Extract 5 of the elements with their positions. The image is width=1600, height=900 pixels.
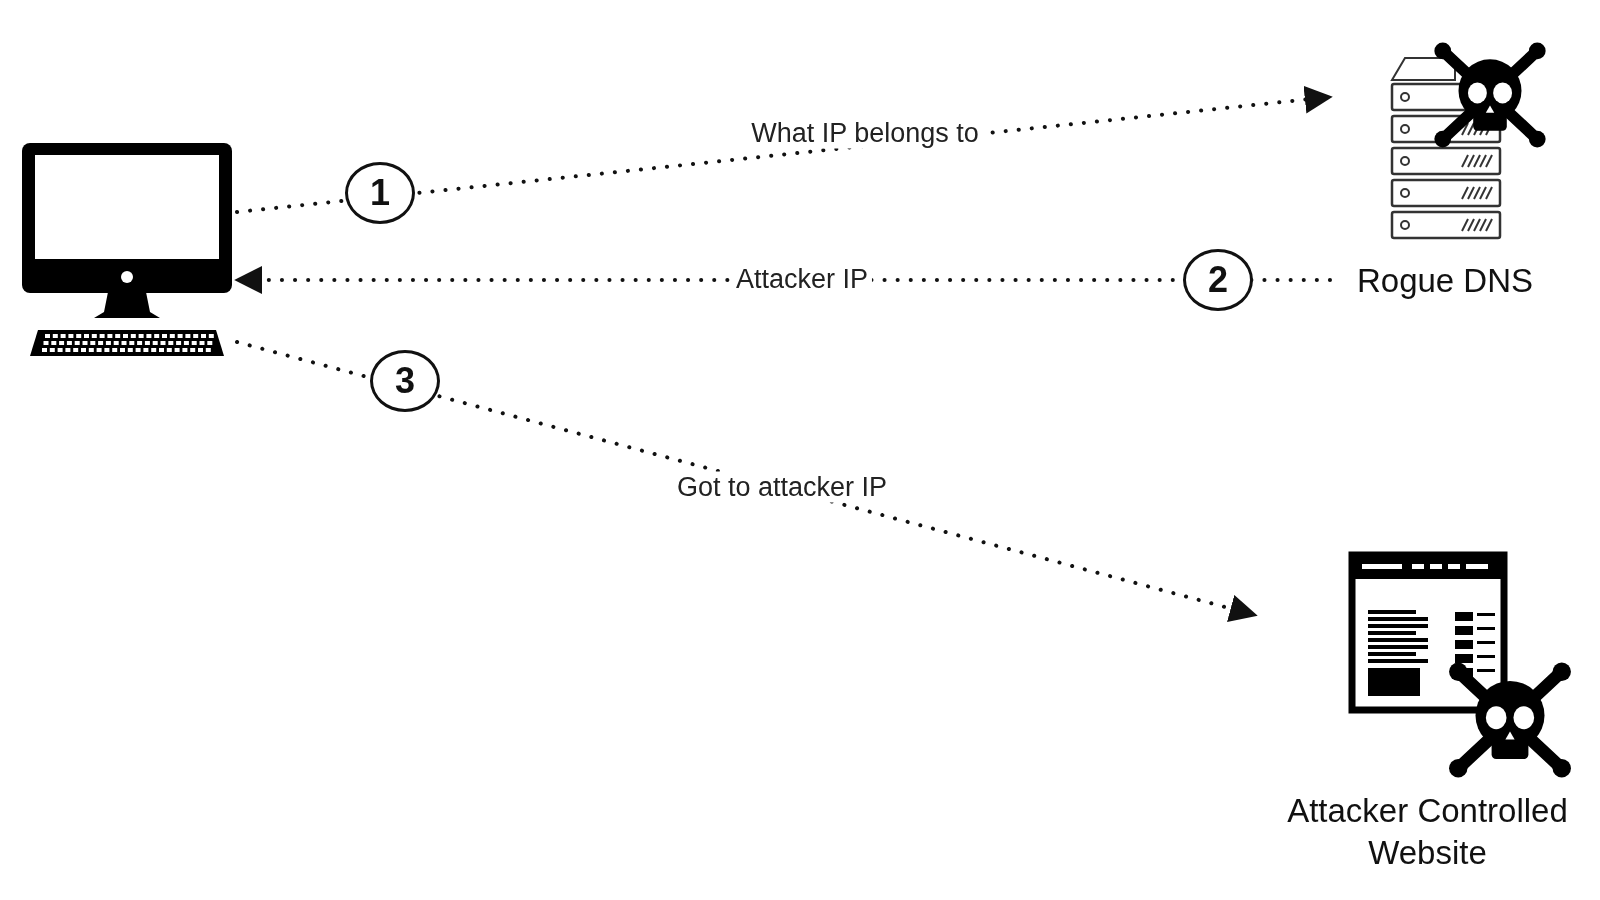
step-number: 2	[1183, 249, 1253, 311]
node-label: Attacker Controlled Website	[1286, 791, 1569, 873]
node-label: Rogue DNS	[1355, 261, 1535, 301]
step-number: 1	[345, 162, 415, 224]
step-number: 3	[370, 350, 440, 412]
